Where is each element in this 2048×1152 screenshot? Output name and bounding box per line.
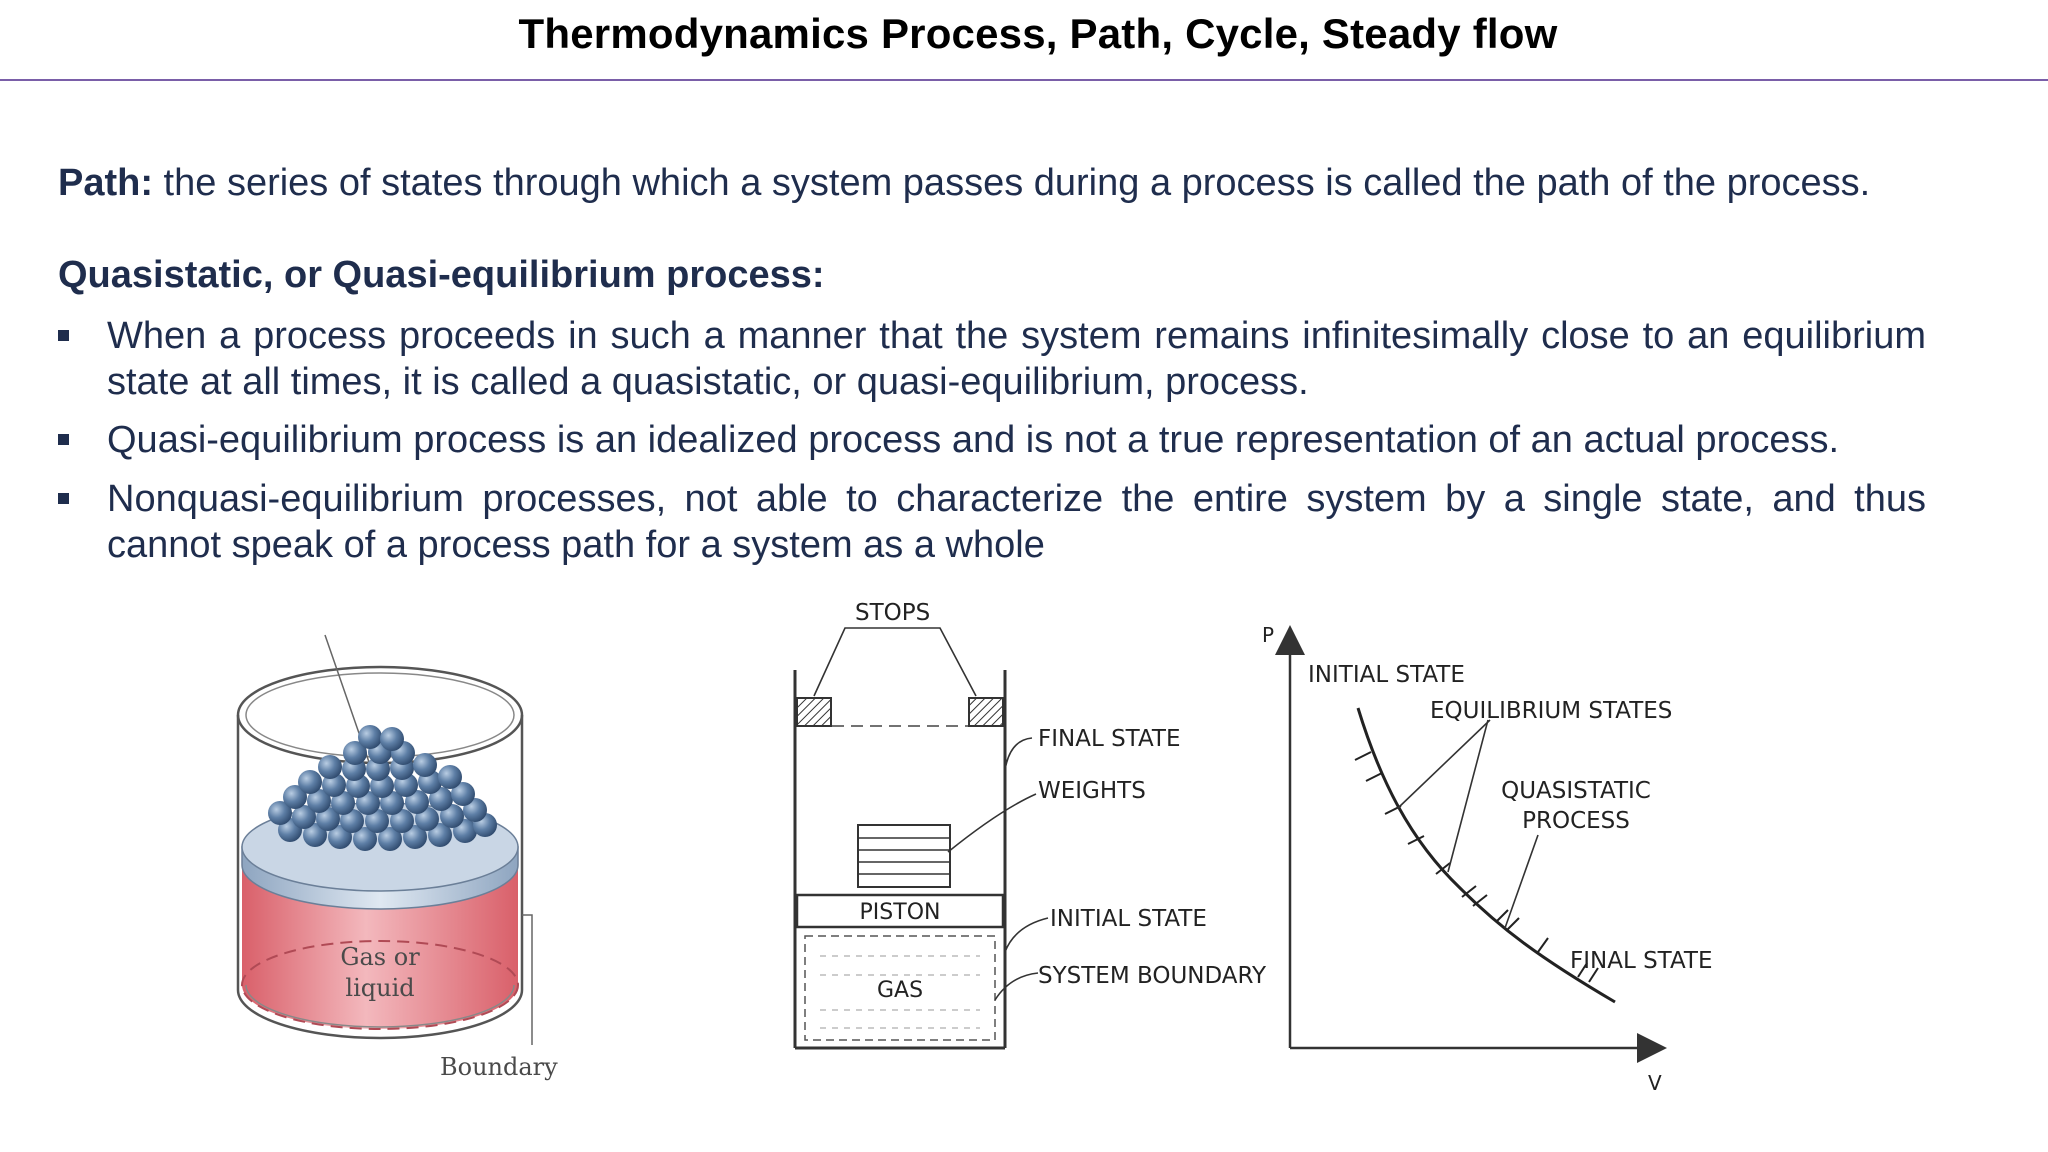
pv-diagram: P V INITIAL STATE EQUILIBRIUM STATES QUA… xyxy=(1240,620,1720,1100)
fluid-label-line1: Gas or xyxy=(340,943,420,971)
weights-label: WEIGHTS xyxy=(1038,778,1146,804)
weight-balls xyxy=(268,725,497,851)
final-state-label: FINAL STATE xyxy=(1038,726,1180,752)
final-state-label: FINAL STATE xyxy=(1570,948,1712,974)
pv-diagram-svg: P V INITIAL STATE EQUILIBRIUM STATES QUA… xyxy=(1262,623,1712,1095)
container-illustration: Gas or liquid Boundary xyxy=(236,634,558,1081)
process-curve xyxy=(1356,707,1616,1004)
bullet-marker xyxy=(58,493,69,504)
initial-state-label: INITIAL STATE xyxy=(1308,662,1465,688)
fluid-label-line2: liquid xyxy=(345,974,414,1002)
quasistatic-label-line1: QUASISTATIC xyxy=(1501,778,1651,804)
piston-label: PISTON xyxy=(860,900,941,925)
bullet-text: Quasi-equilibrium process is an idealize… xyxy=(107,419,1840,461)
quasistatic-label-line2: PROCESS xyxy=(1522,808,1630,834)
container-figure: Gas or liquid Boundary xyxy=(220,625,580,1095)
bullet-marker xyxy=(58,330,69,341)
piston-cylinder-diagram: STOPS FINAL STATE WEIGHTS PISTON INITIAL… xyxy=(793,600,1267,1050)
path-text: the series of states through which a sys… xyxy=(153,162,1871,204)
bullet-item: Quasi-equilibrium process is an idealize… xyxy=(58,417,1926,463)
v-axis-label: V xyxy=(1648,1071,1662,1095)
quasistatic-heading: Quasistatic, or Quasi-equilibrium proces… xyxy=(58,254,825,296)
boundary-label: Boundary xyxy=(440,1053,558,1081)
bullet-item: When a process proceeds in such a manner… xyxy=(58,313,1926,405)
path-term: Path: xyxy=(58,162,153,204)
bullet-text: When a process proceeds in such a manner… xyxy=(107,315,1926,403)
title-divider xyxy=(0,79,2048,81)
equilibrium-states-label: EQUILIBRIUM STATES xyxy=(1430,698,1672,724)
stops-label: STOPS xyxy=(855,600,930,626)
bullet-marker xyxy=(58,434,69,445)
initial-state-label: INITIAL STATE xyxy=(1050,906,1207,932)
slide-title: Thermodynamics Process, Path, Cycle, Ste… xyxy=(518,10,1558,57)
bullet-item: Nonquasi-equilibrium processes, not able… xyxy=(58,476,1926,568)
system-boundary-label: SYSTEM BOUNDARY xyxy=(1038,963,1267,989)
path-definition: Path: the series of states through which… xyxy=(58,160,1926,206)
piston-cylinder-figure: STOPS FINAL STATE WEIGHTS PISTON INITIAL… xyxy=(770,590,1290,1070)
p-axis-label: P xyxy=(1262,623,1274,647)
gas-label: GAS xyxy=(877,978,923,1003)
bullet-text: Nonquasi-equilibrium processes, not able… xyxy=(107,478,1926,566)
